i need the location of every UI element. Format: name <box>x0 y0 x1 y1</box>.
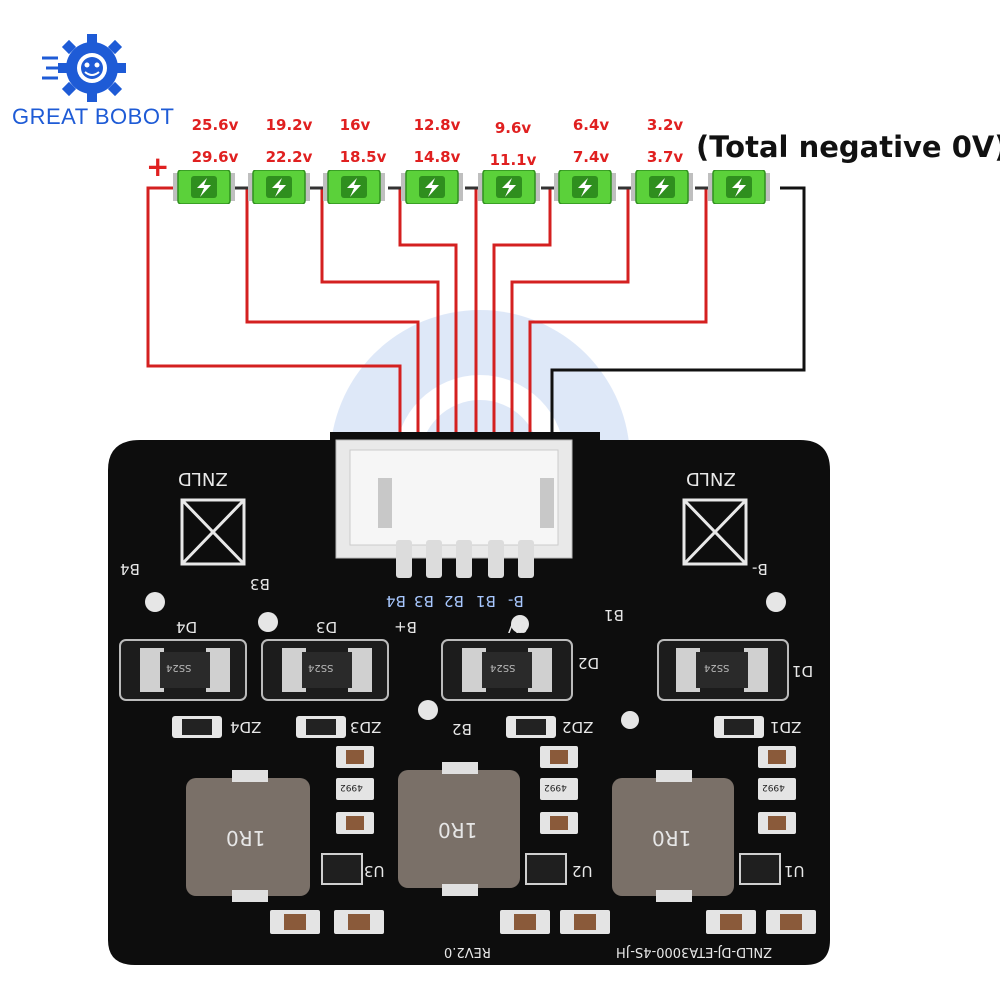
connector-label-b-minus: B- <box>508 592 524 610</box>
voltage-top-6: 6.4v <box>572 116 610 134</box>
silk-b-minus: B- <box>752 560 768 578</box>
wire-b4-positive <box>146 186 402 432</box>
resistor-marking-2: 4992 <box>544 782 567 792</box>
diode-marking-3: SS24 <box>308 662 334 673</box>
wire-tap-5 <box>492 188 552 432</box>
battery-cell-icon <box>323 170 385 204</box>
connector-label-b4: B4 <box>386 592 406 610</box>
diode-marking-1: SS24 <box>704 662 730 673</box>
silk-d3: D3 <box>316 618 338 636</box>
silk-zd3: ZD3 <box>350 718 382 736</box>
battery-cell-2 <box>248 170 310 204</box>
voltage-top-1: 25.6v <box>191 116 239 134</box>
inductor-marking-3: 1R0 <box>226 826 266 850</box>
silk-model: ZNLD-DJ-ETA3000-4S-JH <box>616 944 773 959</box>
connector-label-b2: B2 <box>444 592 464 610</box>
battery-cell-icon <box>173 170 235 204</box>
brand-logo <box>40 30 130 105</box>
battery-cell-3 <box>323 170 385 204</box>
silk-zd4: ZD4 <box>230 718 262 736</box>
voltage-top-4: 12.8v <box>413 116 461 134</box>
silk-u3: U3 <box>364 862 385 880</box>
connector-label-b1: B1 <box>476 592 496 610</box>
battery-cell-8 <box>708 170 770 204</box>
silk-brand-left: ZNLD <box>178 468 228 489</box>
inductor-marking-1: 1R0 <box>652 826 692 850</box>
voltage-top-3: 16v <box>339 116 371 134</box>
resistor-marking-1: 4992 <box>762 782 785 792</box>
voltage-top-2: 19.2v <box>265 116 313 134</box>
wire-tap-2 <box>320 188 440 432</box>
wire-negative <box>550 186 806 432</box>
voltage-bottom-3: 18.5v <box>339 148 387 166</box>
brand-name: GREAT BOBOT <box>12 104 175 129</box>
silk-d4: D4 <box>176 618 198 636</box>
battery-cell-icon <box>631 170 693 204</box>
voltage-top-7: 3.2v <box>646 116 684 134</box>
battery-cell-1 <box>173 170 235 204</box>
diode-marking-2: SS24 <box>490 662 516 673</box>
battery-cell-4 <box>401 170 463 204</box>
wire-tap-6 <box>510 188 630 432</box>
inductor-marking-2: 1R0 <box>438 818 478 842</box>
diodes <box>119 639 789 701</box>
silk-u1: U1 <box>784 862 805 880</box>
voltage-bottom-1: 29.6v <box>191 148 239 166</box>
voltage-bottom-7: 3.7v <box>646 148 684 166</box>
battery-cell-icon <box>478 170 540 204</box>
wire-tap-7 <box>528 188 708 432</box>
silk-d2: D2 <box>578 654 600 672</box>
silk-b-plus: B+ <box>394 618 417 636</box>
voltage-bottom-5: 11.1v <box>489 151 537 169</box>
silk-u2: U2 <box>572 862 593 880</box>
battery-cell-icon <box>554 170 616 204</box>
silk-b1: B1 <box>604 606 624 624</box>
voltage-bottom-2: 22.2v <box>265 148 313 166</box>
wire-tap-1 <box>245 188 420 432</box>
silk-brand-right: ZNLD <box>686 468 736 489</box>
silk-b4: B4 <box>120 560 140 578</box>
battery-cell-icon <box>708 170 770 204</box>
diode-marking-4: SS24 <box>166 662 192 673</box>
total-negative-note: (Total negative 0V) <box>696 130 1000 164</box>
battery-cell-5 <box>478 170 540 204</box>
battery-cell-7 <box>631 170 693 204</box>
silk-revision: REV2.0 <box>444 944 491 959</box>
battery-cell-6 <box>554 170 616 204</box>
silk-d1: D1 <box>792 662 814 680</box>
silk-b3: B3 <box>250 575 270 593</box>
connector-label-b3: B3 <box>414 592 434 610</box>
battery-cell-icon <box>401 170 463 204</box>
voltage-bottom-6: 7.4v <box>572 148 610 166</box>
silk-zd1: ZD1 <box>770 718 802 736</box>
battery-cell-icon <box>248 170 310 204</box>
wire-tap-3 <box>398 188 458 432</box>
voltage-bottom-4: 14.8v <box>413 148 461 166</box>
positive-terminal-symbol: + <box>146 150 170 183</box>
resistor-marking-3: 4992 <box>340 782 363 792</box>
silk-b2: B2 <box>452 720 472 738</box>
voltage-top-5: 9.6v <box>494 119 532 137</box>
silk-zd2: ZD2 <box>562 718 594 736</box>
inductors <box>186 762 734 902</box>
gear-robot-logo-icon <box>42 34 126 102</box>
silk-0v: 0V <box>508 618 528 636</box>
